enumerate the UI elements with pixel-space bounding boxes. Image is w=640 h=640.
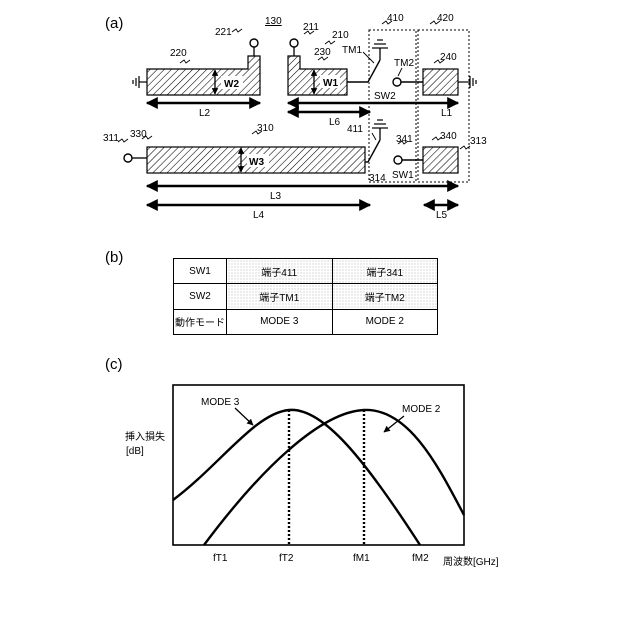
switch-blade-sw2 bbox=[368, 60, 380, 82]
resonator-240 bbox=[423, 69, 458, 95]
label-l2: L2 bbox=[199, 108, 211, 119]
ref-311: 311 bbox=[103, 133, 119, 144]
x-tick-fm1: fM1 bbox=[353, 553, 370, 564]
label-tm1: TM1 bbox=[342, 45, 362, 56]
y-axis-label-line2: [dB] bbox=[126, 446, 144, 457]
label-w1: W1 bbox=[323, 78, 338, 89]
ref-314: 314 bbox=[369, 173, 386, 184]
ref-230: 230 bbox=[314, 47, 331, 58]
ref-313: 313 bbox=[470, 136, 487, 147]
table-row: SW1 端子411 端子341 bbox=[174, 259, 438, 284]
label-l3: L3 bbox=[270, 191, 282, 202]
label-sw2: SW2 bbox=[374, 91, 396, 102]
ground-icon-tm1 bbox=[372, 40, 388, 48]
table-row: SW2 端子TM1 端子TM2 bbox=[174, 284, 438, 309]
terminal-311 bbox=[124, 154, 132, 162]
table-cell: 端子TM2 bbox=[332, 284, 438, 309]
switch-mode-table: SW1 端子411 端子341 SW2 端子TM1 端子TM2 動作モード MO… bbox=[173, 258, 438, 335]
ref-310: 310 bbox=[257, 123, 274, 134]
legend-mode-2: MODE 2 bbox=[402, 404, 441, 415]
ground-icon-left bbox=[133, 76, 147, 88]
terminal-211 bbox=[290, 39, 298, 47]
ref-411: 411 bbox=[347, 124, 363, 135]
label-w3: W3 bbox=[249, 157, 264, 168]
table-cell-head: SW2 bbox=[174, 284, 227, 309]
label-sw1: SW1 bbox=[392, 170, 414, 181]
panel-label-a: (a) bbox=[105, 15, 123, 32]
ref-220: 220 bbox=[170, 48, 187, 59]
ground-icon-411 bbox=[372, 120, 388, 128]
ref-211: 211 bbox=[303, 22, 319, 33]
table-cell: MODE 3 bbox=[227, 309, 333, 334]
label-l5: L5 bbox=[436, 210, 448, 221]
terminal-221 bbox=[250, 39, 258, 47]
switch-box-410 bbox=[369, 30, 416, 182]
ref-210: 210 bbox=[332, 30, 349, 41]
resonator-340 bbox=[423, 147, 458, 173]
table-cell: MODE 2 bbox=[332, 309, 438, 334]
panel-label-c: (c) bbox=[105, 356, 123, 373]
ref-130: 130 bbox=[265, 16, 282, 27]
table-cell: 端子411 bbox=[227, 259, 333, 284]
y-axis-label-line1: 挿入損失 bbox=[125, 430, 165, 443]
x-axis-label: 周波数[GHz] bbox=[443, 555, 499, 568]
table-cell-head: 動作モード bbox=[174, 309, 227, 334]
table-cell: 端子341 bbox=[332, 259, 438, 284]
table-row: 動作モード MODE 3 MODE 2 bbox=[174, 309, 438, 334]
label-tm2: TM2 bbox=[394, 58, 414, 69]
legend-mode-3: MODE 3 bbox=[201, 397, 240, 408]
label-l1: L1 bbox=[441, 108, 453, 119]
ref-420: 420 bbox=[437, 13, 454, 24]
pointer-mode-3 bbox=[235, 408, 253, 425]
terminal-tm2 bbox=[393, 78, 401, 86]
resonator-220 bbox=[147, 56, 260, 95]
table-cell-head: SW1 bbox=[174, 259, 227, 284]
label-w2: W2 bbox=[224, 79, 239, 90]
ref-221: 221 bbox=[215, 27, 232, 38]
terminal-341 bbox=[394, 156, 402, 164]
ref-330: 330 bbox=[130, 129, 147, 140]
ground-icon-right bbox=[458, 76, 476, 88]
panel-label-b: (b) bbox=[105, 249, 123, 266]
ref-340: 340 bbox=[440, 131, 457, 142]
label-l4: L4 bbox=[253, 210, 265, 221]
x-tick-fm2: fM2 bbox=[412, 553, 429, 564]
curve-mode-3 bbox=[173, 410, 420, 545]
x-tick-ft1: fT1 bbox=[213, 553, 228, 564]
ref-410: 410 bbox=[387, 13, 404, 24]
ref-341: 341 bbox=[396, 134, 413, 145]
x-tick-ft2: fT2 bbox=[279, 553, 294, 564]
table-cell: 端子TM1 bbox=[227, 284, 333, 309]
switch-blade-sw1 bbox=[368, 140, 380, 162]
ref-240: 240 bbox=[440, 52, 457, 63]
label-l6: L6 bbox=[329, 117, 341, 128]
